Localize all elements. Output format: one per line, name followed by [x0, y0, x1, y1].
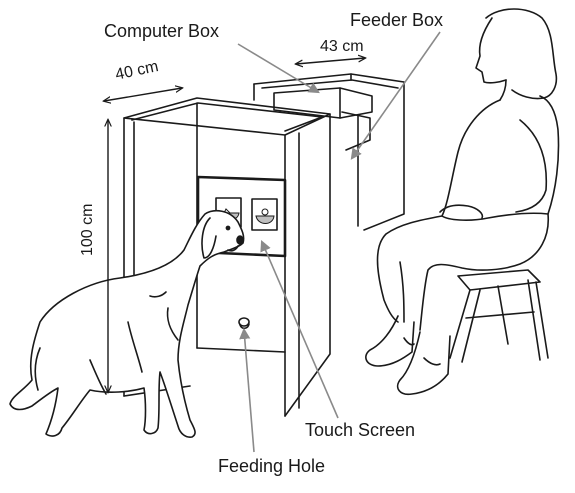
touch-screen-pointer — [260, 239, 339, 419]
computer-box-label: Computer Box — [104, 21, 220, 41]
dimension-lines — [104, 58, 365, 392]
person-illustration — [365, 8, 560, 396]
feeder-box-label: Feeder Box — [350, 10, 444, 30]
computer-box-pointer — [237, 43, 320, 94]
feeding-hole-label: Feeding Hole — [218, 456, 326, 476]
feeder-box — [253, 73, 405, 231]
height-dimension-label: 100 cm — [79, 203, 96, 256]
dog-illustration — [9, 209, 245, 438]
stool — [449, 269, 549, 363]
width-dimension-line — [104, 88, 182, 101]
depth-dimension-label: 43 cm — [320, 38, 364, 55]
touch-screen-label: Touch Screen — [305, 420, 416, 440]
depth-dimension-line — [296, 58, 365, 64]
feeding-hole-pointer — [239, 327, 255, 453]
label-pointers — [237, 31, 441, 453]
feeder-box-pointer — [350, 31, 441, 160]
